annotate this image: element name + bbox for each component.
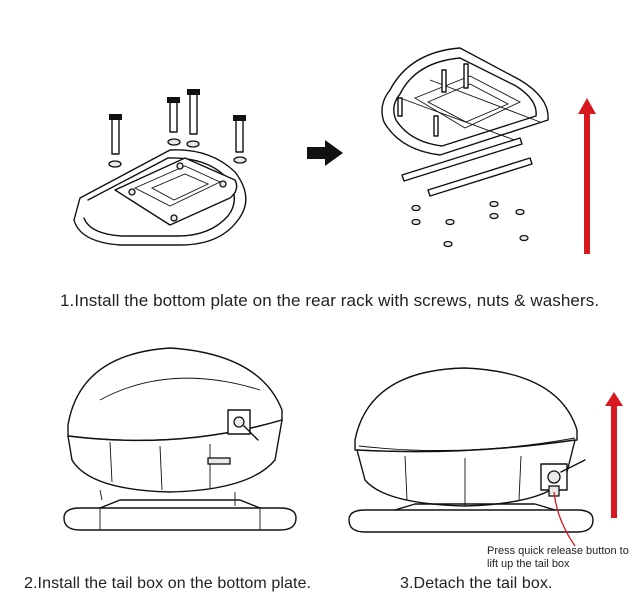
step3-caption: 3.Detach the tail box. <box>400 575 553 592</box>
illustration-step1-exploded-rack <box>381 47 549 248</box>
step2-caption: 2.Install the tail box on the bottom pla… <box>24 575 312 592</box>
next-step-arrow-icon <box>307 140 343 166</box>
quick-release-note: Press quick release button to lift up th… <box>487 545 629 571</box>
note-line-2: lift up the tail box <box>487 558 570 570</box>
washer-set <box>108 138 247 168</box>
lift-up-arrow-shape <box>605 392 623 518</box>
note-line-1: Press quick release button to <box>487 545 629 557</box>
bolt-set <box>397 63 469 137</box>
illustration-step2-install-box <box>63 347 297 531</box>
screw-set <box>109 89 246 155</box>
lift-up-arrow-icon <box>605 392 623 518</box>
lock-with-keys <box>227 409 259 441</box>
step1-caption: 1.Install the bottom plate on the rear r… <box>60 291 600 310</box>
illustration-step1-install-plate <box>73 89 247 246</box>
quick-release-button <box>540 459 586 497</box>
illustration-step3-detach-box <box>348 367 594 547</box>
nut-set <box>411 200 529 248</box>
lift-up-arrow-icon <box>578 98 596 254</box>
mounting-rails <box>401 137 533 197</box>
lift-up-arrow-shape <box>578 98 596 254</box>
